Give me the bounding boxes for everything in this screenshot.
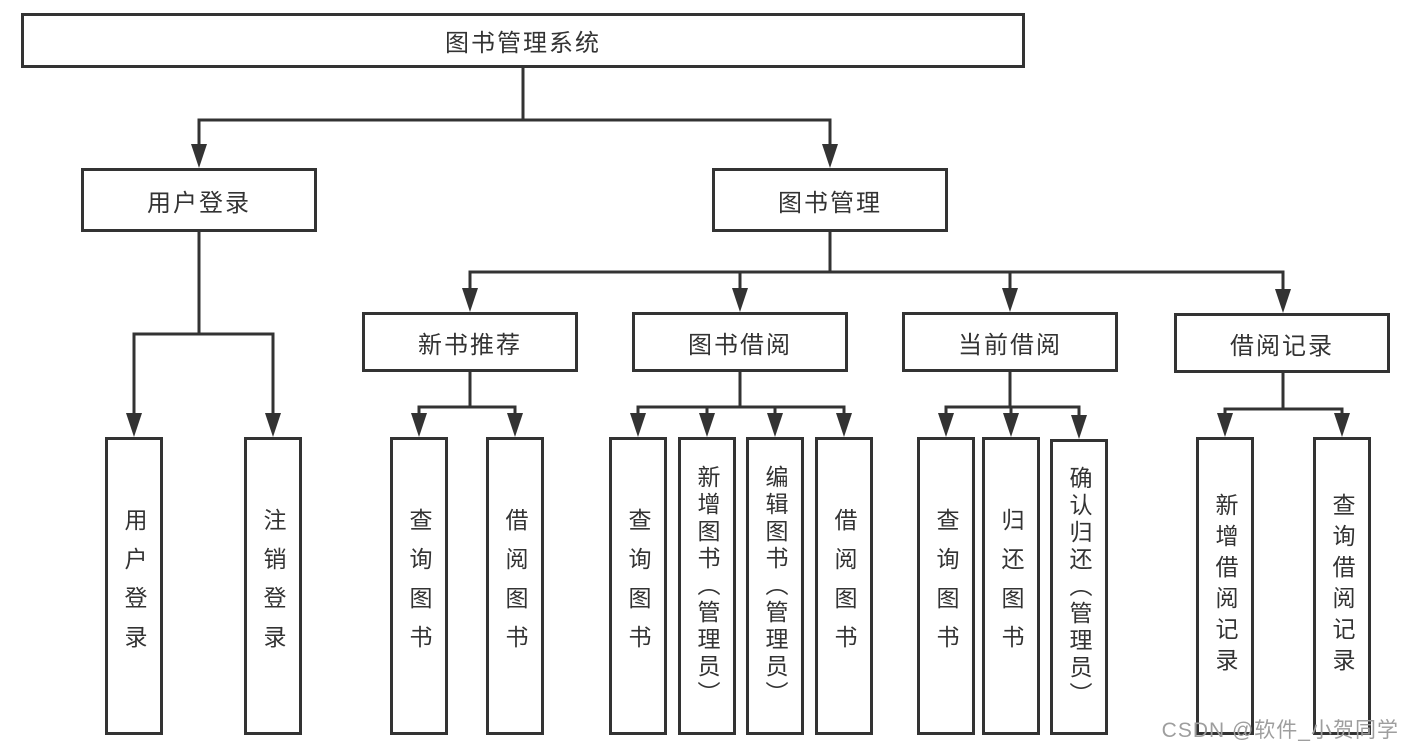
node-current-borrow: 当前借阅 (902, 312, 1118, 372)
node-book-mgmt: 图书管理 (712, 168, 948, 232)
node-book-borrow: 图书借阅 (632, 312, 848, 372)
node-leaf-bb-edit: 编辑图书（管理员） (746, 437, 804, 735)
node-leaf-bb-query: 查询图书 (609, 437, 667, 735)
arrowhead-icon (938, 413, 954, 437)
node-root: 图书管理系统 (21, 13, 1025, 68)
node-leaf-bb-borrow-label: 借阅图书 (831, 508, 857, 664)
edge-root-to-level2 (197, 67, 832, 147)
arrowhead-icon (507, 413, 523, 437)
node-new-book-label: 新书推荐 (418, 331, 522, 359)
node-leaf-cb-confirm: 确认归还（管理员） (1050, 439, 1108, 735)
edge-borrow-to-leaves (636, 371, 846, 416)
node-leaf-cb-return-label: 归还图书 (998, 508, 1024, 664)
node-leaf-user-login-label: 用户登录 (121, 508, 147, 664)
node-user-login: 用户登录 (81, 168, 317, 232)
node-leaf-br-add-label: 新增借阅记录 (1212, 493, 1238, 679)
edge-newbook-to-leaves (417, 371, 517, 416)
node-leaf-nb-query: 查询图书 (390, 437, 448, 735)
arrowhead-icon (1334, 413, 1350, 437)
edge-userlogin-to-leaves (132, 231, 275, 416)
arrowhead-icon (1071, 415, 1087, 439)
node-leaf-cb-confirm-label: 确认归还（管理员） (1066, 465, 1092, 709)
node-leaf-logout: 注销登录 (244, 437, 302, 735)
arrowhead-icon (732, 288, 748, 312)
node-leaf-bb-add-label: 新增图书（管理员） (694, 464, 720, 708)
edge-records-to-leaves (1223, 371, 1344, 416)
node-borrow-records-label: 借阅记录 (1230, 332, 1334, 360)
node-leaf-nb-borrow: 借阅图书 (486, 437, 544, 735)
node-leaf-br-query-label: 查询借阅记录 (1329, 493, 1355, 679)
node-root-label: 图书管理系统 (445, 30, 601, 57)
node-leaf-nb-borrow-label: 借阅图书 (502, 508, 528, 664)
node-new-book: 新书推荐 (362, 312, 578, 372)
arrowhead-icon (1275, 289, 1291, 313)
arrowhead-icon (836, 413, 852, 437)
node-leaf-logout-label: 注销登录 (260, 508, 286, 664)
node-leaf-nb-query-label: 查询图书 (406, 508, 432, 664)
arrowhead-icon (126, 413, 142, 437)
node-leaf-cb-query-label: 查询图书 (933, 508, 959, 664)
node-leaf-bb-add: 新增图书（管理员） (678, 437, 736, 735)
arrowhead-icon (1003, 413, 1019, 437)
node-leaf-cb-return: 归还图书 (982, 437, 1040, 735)
node-leaf-bb-edit-label: 编辑图书（管理员） (762, 464, 788, 708)
edge-bookmgmt-to-level3 (468, 231, 1285, 292)
node-borrow-records: 借阅记录 (1174, 313, 1390, 373)
node-leaf-user-login: 用户登录 (105, 437, 163, 735)
arrowhead-icon (191, 144, 207, 168)
arrowhead-icon (411, 413, 427, 437)
node-leaf-bb-query-label: 查询图书 (625, 508, 651, 664)
node-book-mgmt-label: 图书管理 (778, 189, 882, 217)
node-leaf-cb-query: 查询图书 (917, 437, 975, 735)
arrowhead-icon (822, 144, 838, 168)
arrowhead-icon (1002, 288, 1018, 312)
node-leaf-br-add: 新增借阅记录 (1196, 437, 1254, 735)
node-book-borrow-label: 图书借阅 (688, 331, 792, 359)
watermark: CSDN @软件_小贺同学 (1161, 719, 1399, 742)
node-leaf-br-query: 查询借阅记录 (1313, 437, 1371, 735)
edge-current-to-leaves (944, 371, 1081, 416)
arrowhead-icon (265, 413, 281, 437)
arrowhead-icon (767, 413, 783, 437)
node-leaf-bb-borrow: 借阅图书 (815, 437, 873, 735)
node-user-login-label: 用户登录 (147, 189, 251, 217)
arrowhead-icon (462, 288, 478, 312)
arrowhead-icon (630, 413, 646, 437)
node-current-borrow-label: 当前借阅 (958, 331, 1062, 359)
arrowhead-icon (1217, 413, 1233, 437)
arrowhead-icon (699, 413, 715, 437)
